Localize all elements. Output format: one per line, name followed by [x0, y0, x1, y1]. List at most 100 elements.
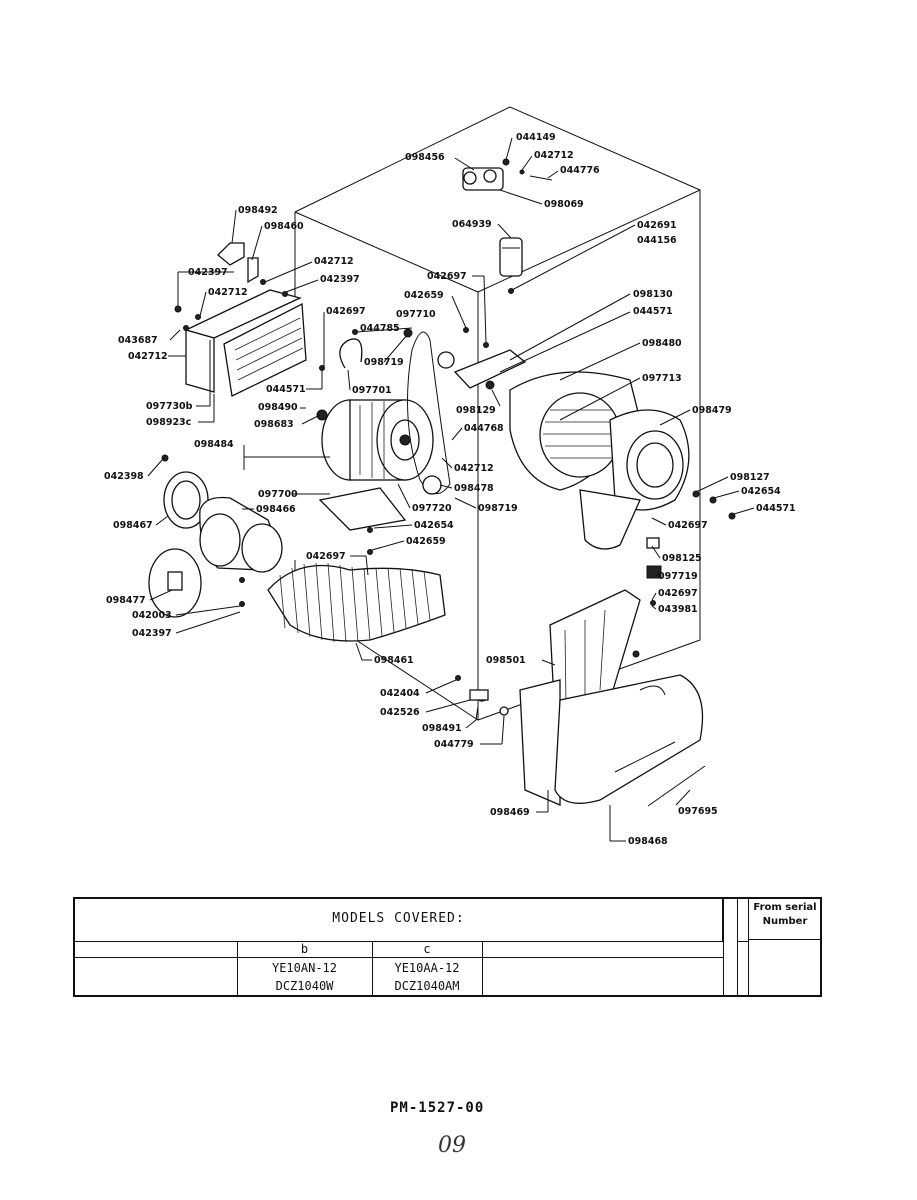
- part-label: 043687: [118, 335, 158, 346]
- part-label: 098719: [364, 357, 404, 368]
- blower-housing: [509, 371, 736, 606]
- table-divider: [748, 939, 820, 940]
- part-label: 042712: [454, 463, 494, 474]
- thermostat-clip: [319, 329, 363, 371]
- part-label: 098466: [256, 504, 296, 515]
- part-label: 044571: [756, 503, 796, 514]
- table-divider: [237, 941, 238, 997]
- column-header-c: c: [423, 942, 431, 956]
- part-label: 098480: [642, 338, 682, 349]
- part-label: 097695: [678, 806, 718, 817]
- table-divider: [723, 899, 724, 995]
- part-label: 098484: [194, 439, 234, 450]
- part-label: 098125: [662, 553, 702, 564]
- part-label: 098129: [456, 405, 496, 416]
- part-label: 044779: [434, 739, 474, 750]
- capacitor: [499, 237, 523, 294]
- part-label: 098479: [692, 405, 732, 416]
- part-label: 042712: [534, 150, 574, 161]
- part-label: 044149: [516, 132, 556, 143]
- part-label: 098468: [628, 836, 668, 847]
- part-label: 042659: [404, 290, 444, 301]
- idler-bracket: [453, 327, 527, 390]
- part-label: 098683: [254, 419, 294, 430]
- drive-motor: [316, 399, 434, 531]
- part-label: 042404: [380, 688, 420, 699]
- valve-assembly: [462, 158, 553, 191]
- part-label: 044785: [360, 323, 400, 334]
- part-label: 097720: [412, 503, 452, 514]
- page-number: 09: [438, 1133, 466, 1158]
- part-label: 042397: [320, 274, 360, 285]
- part-label: 064939: [452, 219, 492, 230]
- part-label: 097730b: [146, 401, 193, 412]
- part-label: 097710: [396, 309, 436, 320]
- part-label: 042697: [658, 588, 698, 599]
- part-label: 097713: [642, 373, 682, 384]
- part-label: 098492: [238, 205, 278, 216]
- drive-belt: [403, 328, 455, 495]
- part-label: 044571: [633, 306, 673, 317]
- table-divider: [737, 899, 738, 995]
- flexible-duct: [267, 562, 446, 643]
- column-header-b: b: [300, 942, 309, 956]
- exhaust-parts: [148, 454, 283, 618]
- part-label: 098467: [113, 520, 153, 531]
- part-label: 097700: [258, 489, 298, 500]
- part-label: 098069: [544, 199, 584, 210]
- part-label: 044776: [560, 165, 600, 176]
- air-duct-assembly: [519, 589, 706, 807]
- part-label: 098490: [258, 402, 298, 413]
- part-label: 042697: [427, 271, 467, 282]
- part-label: 097701: [352, 385, 392, 396]
- part-label: 098130: [633, 289, 673, 300]
- part-label: 042712: [314, 256, 354, 267]
- part-label: 042697: [668, 520, 708, 531]
- model-c-1: YE10AA-12: [394, 961, 460, 975]
- part-label: 098719: [478, 503, 518, 514]
- part-label: 042697: [326, 306, 366, 317]
- part-label: 098461: [374, 655, 414, 666]
- leader-lines: [147, 137, 755, 842]
- part-label: 098477: [106, 595, 146, 606]
- page-code: PM-1527-00: [390, 1100, 485, 1116]
- part-label: 044768: [464, 423, 504, 434]
- serial-header-line2: Number: [762, 916, 808, 927]
- part-label: 098127: [730, 472, 770, 483]
- part-label: 042691: [637, 220, 677, 231]
- table-divider: [748, 899, 749, 995]
- serial-header-line1: From serial: [753, 902, 817, 913]
- table-divider: [482, 941, 483, 997]
- table-divider: [75, 957, 723, 958]
- part-label: 042697: [306, 551, 346, 562]
- table-divider: [75, 941, 723, 942]
- part-label: 042398: [104, 471, 144, 482]
- part-label: 044156: [637, 235, 677, 246]
- part-labels: 044149 098456 042712 044776 098069 09849…: [104, 132, 796, 847]
- part-label: 098460: [264, 221, 304, 232]
- part-label: 098456: [405, 152, 445, 163]
- model-c-2: DCZ1040AM: [394, 979, 460, 993]
- heater-element: [174, 279, 307, 397]
- part-label: 098501: [486, 655, 526, 666]
- part-label: 098923c: [146, 417, 191, 428]
- part-label: 098478: [454, 483, 494, 494]
- part-label: 042003: [132, 610, 172, 621]
- part-label: 042712: [208, 287, 248, 298]
- small-hardware: [239, 527, 509, 716]
- part-label: 097719: [658, 571, 698, 582]
- part-label: 042526: [380, 707, 420, 718]
- part-label: 042712: [128, 351, 168, 362]
- part-label: 098469: [490, 807, 530, 818]
- part-label: 042654: [741, 486, 781, 497]
- part-label: 042659: [406, 536, 446, 547]
- models-covered-title: MODELS COVERED:: [75, 899, 723, 941]
- part-label: 042654: [414, 520, 454, 531]
- part-label: 042397: [188, 267, 228, 278]
- part-label: 098491: [422, 723, 462, 734]
- models-covered-table: MODELS COVERED: b c YE10AN-12 DCZ1040W Y…: [73, 897, 822, 997]
- model-b-1: YE10AN-12: [271, 961, 338, 975]
- part-label: 042397: [132, 628, 172, 639]
- serial-number-header: From serial Number: [750, 899, 820, 941]
